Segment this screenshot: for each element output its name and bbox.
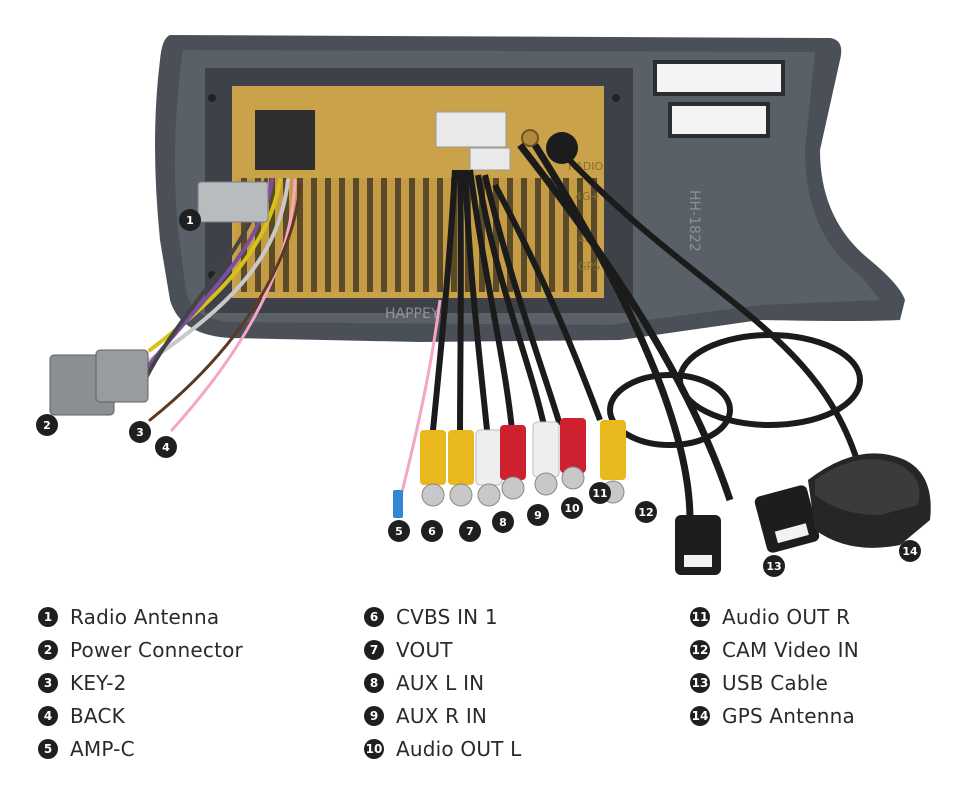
legend-label: BACK	[70, 703, 125, 728]
legend-item: 7 VOUT	[364, 633, 522, 666]
callout-2: 2	[36, 414, 58, 436]
legend-label: GPS Antenna	[722, 703, 855, 728]
svg-text:4: 4	[162, 441, 170, 454]
legend-label: Radio Antenna	[70, 604, 220, 629]
svg-text:1: 1	[186, 214, 194, 227]
legend-item: 13 USB Cable	[690, 666, 859, 699]
legend-number-badge: 8	[364, 672, 384, 693]
legend-item: 1 Radio Antenna	[38, 600, 243, 633]
legend-label: AUX L IN	[396, 670, 485, 695]
callout-10: 10	[561, 497, 583, 519]
legend-label: Power Connector	[70, 637, 243, 662]
legend-number-badge: 11	[690, 606, 710, 627]
legend-item: 8 AUX L IN	[364, 666, 522, 699]
legend-number-badge: 4	[38, 705, 58, 726]
legend-item: 6 CVBS IN 1	[364, 600, 522, 633]
legend-label: AUX R IN	[396, 703, 488, 728]
legend-number-badge: 9	[364, 705, 384, 726]
rca-plugs	[393, 418, 626, 518]
board-label-4gplus: 4G+	[575, 190, 600, 203]
svg-text:8: 8	[499, 516, 507, 529]
callout-11: 11	[589, 482, 611, 504]
legend-item: 2 Power Connector	[38, 633, 243, 666]
svg-text:10: 10	[564, 502, 580, 515]
legend-number-badge: 5	[38, 738, 58, 759]
board-label-gps: GPS	[578, 260, 600, 273]
legend-label: Audio OUT L	[396, 736, 522, 761]
callout-12: 12	[635, 501, 657, 523]
legend-item: 11 Audio OUT R	[690, 600, 859, 633]
svg-text:7: 7	[466, 525, 474, 538]
legend-label: KEY-2	[70, 670, 127, 695]
legend-number-badge: 14	[690, 705, 710, 726]
legend-item: 12 CAM Video IN	[690, 633, 859, 666]
callout-3: 3	[129, 421, 151, 443]
svg-text:12: 12	[638, 506, 653, 519]
legend-item: 3 KEY-2	[38, 666, 243, 699]
power-harness	[49, 178, 302, 432]
callout-4: 4	[155, 436, 177, 458]
callout-7: 7	[459, 520, 481, 542]
legend-label: CVBS IN 1	[396, 604, 498, 629]
svg-text:6: 6	[428, 525, 436, 538]
legend-label: Audio OUT R	[722, 604, 851, 629]
legend-number-badge: 12	[690, 639, 710, 660]
svg-text:14: 14	[902, 545, 918, 558]
svg-text:5: 5	[395, 525, 403, 538]
legend-number-badge: 10	[364, 738, 384, 759]
legend-number-badge: 3	[38, 672, 58, 693]
legend-item: 14 GPS Antenna	[690, 699, 859, 732]
callout-6: 6	[421, 520, 443, 542]
legend-item: 10 Audio OUT L	[364, 732, 522, 765]
usb-and-gps	[675, 453, 931, 575]
legend-column-2: 6 CVBS IN 1 7 VOUT 8 AUX L IN 9 AUX R IN 10 A…	[364, 600, 522, 765]
legend-item: 9 AUX R IN	[364, 699, 522, 732]
svg-text:11: 11	[592, 487, 607, 500]
legend-column-3: 11 Audio OUT R 12 CAM Video IN 13 USB Cable…	[690, 600, 859, 732]
legend-number-badge: 1	[38, 606, 58, 627]
legend-item: 4 BACK	[38, 699, 243, 732]
callout-1: 1	[179, 209, 201, 231]
legend-number-badge: 2	[38, 639, 58, 660]
legend-label: CAM Video IN	[722, 637, 859, 662]
legend-label: VOUT	[396, 637, 453, 662]
legend-number-badge: 6	[364, 606, 384, 627]
rca-cables	[398, 142, 863, 521]
callout-13: 13	[763, 555, 785, 577]
wiring-diagram-photo: HH-1822 RADIO 4G+ 4G GPS HAPPEY	[36, 35, 931, 577]
legend-number-badge: 13	[690, 672, 710, 693]
svg-text:13: 13	[766, 560, 781, 573]
legend-number-badge: 7	[364, 639, 384, 660]
svg-text:3: 3	[136, 426, 144, 439]
legend-column-1: 1 Radio Antenna 2 Power Connector 3 KEY-2 4…	[38, 600, 243, 765]
callout-14: 14	[899, 540, 921, 562]
callout-5: 5	[388, 520, 410, 542]
legend-label: USB Cable	[722, 670, 828, 695]
legend-item: 5 AMP-C	[38, 732, 243, 765]
svg-text:2: 2	[43, 419, 51, 432]
svg-text:9: 9	[534, 509, 542, 522]
legend-label: AMP-C	[70, 736, 135, 761]
callout-9: 9	[527, 504, 549, 526]
frame-mark: HH-1822	[686, 190, 702, 252]
callout-8: 8	[492, 511, 514, 533]
watermark: HAPPEY	[385, 306, 440, 322]
legend: 1 Radio Antenna 2 Power Connector 3 KEY-2 4…	[0, 600, 980, 800]
